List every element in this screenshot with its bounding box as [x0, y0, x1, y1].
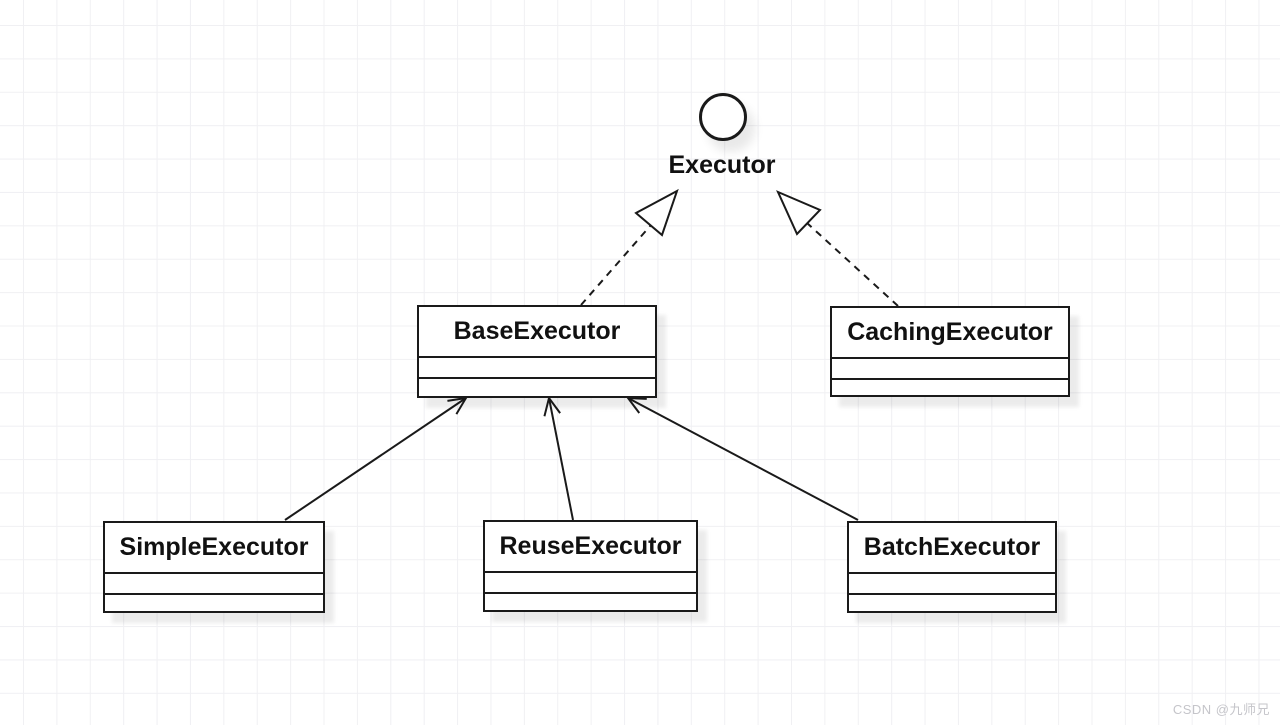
fields-compartment: [419, 358, 655, 379]
edge-generalization-reuseexecutor-baseexecutor: [543, 395, 574, 521]
class-node-baseexecutor: BaseExecutor: [417, 305, 657, 398]
edge-realization-cachingexecutor-executor: [806, 222, 899, 307]
hollow-triangle-arrowhead-left: [634, 188, 679, 237]
class-node-cachingexecutor: CachingExecutor: [830, 306, 1070, 397]
class-node-batchexecutor: BatchExecutor: [847, 521, 1057, 613]
methods-compartment: [832, 380, 1068, 395]
class-name: SimpleExecutor: [105, 523, 323, 574]
fields-compartment: [105, 574, 323, 595]
interface-label-executor: Executor: [668, 151, 776, 179]
fields-compartment: [849, 574, 1055, 595]
methods-compartment: [419, 379, 655, 396]
class-name: BaseExecutor: [419, 307, 655, 358]
class-name: BatchExecutor: [849, 523, 1055, 574]
fields-compartment: [832, 359, 1068, 380]
methods-compartment: [105, 595, 323, 611]
interface-circle-icon: [699, 93, 747, 141]
edge-generalization-simpleexecutor-baseexecutor: [284, 396, 468, 521]
edge-generalization-batchexecutor-baseexecutor: [625, 396, 859, 521]
methods-compartment: [485, 594, 696, 610]
methods-compartment: [849, 595, 1055, 611]
hollow-triangle-arrowhead-right: [776, 190, 822, 236]
fields-compartment: [485, 573, 696, 594]
class-node-simpleexecutor: SimpleExecutor: [103, 521, 325, 613]
class-node-reuseexecutor: ReuseExecutor: [483, 520, 698, 612]
class-name: CachingExecutor: [832, 308, 1068, 359]
edge-realization-baseexecutor-executor: [580, 224, 652, 306]
class-name: ReuseExecutor: [485, 522, 696, 573]
csdn-watermark: CSDN @九师兄: [1172, 702, 1270, 717]
